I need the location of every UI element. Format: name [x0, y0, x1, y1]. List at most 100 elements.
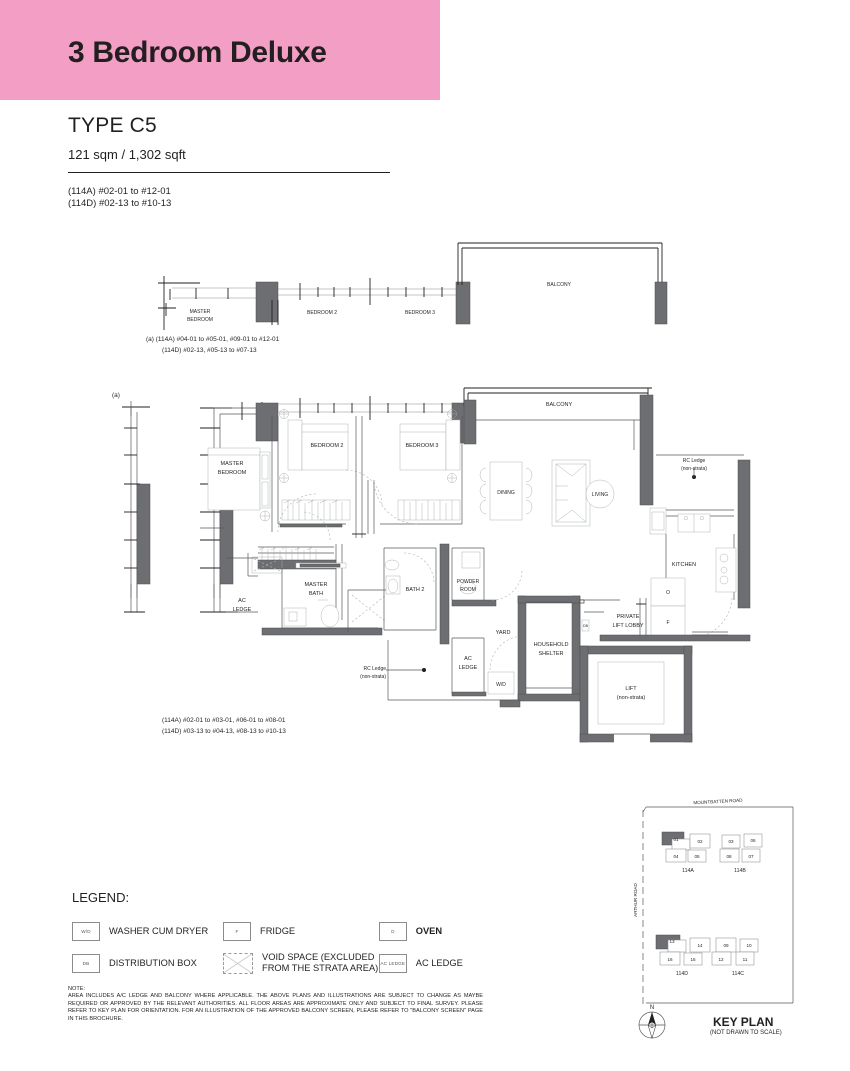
area-subtitle: 121 sqm / 1,302 sqft	[68, 147, 186, 162]
label-ac-ledge-mid: AC	[464, 656, 472, 662]
svg-text:09: 09	[723, 943, 729, 948]
label-ac-ledge-left: AC	[238, 598, 246, 604]
svg-text:16: 16	[667, 957, 673, 962]
upper-caption-line-1: (a) (114A) #04-01 to #05-01, #09-01 to #…	[146, 336, 280, 343]
upper-variant-plan: MASTER BEDROOM BEDROOM 2 BEDROOM 3 BALCO…	[158, 242, 668, 330]
ac-ledge-icon: AC LEDGE	[378, 953, 407, 973]
compass-north-label: N	[650, 1005, 654, 1011]
svg-text:15: 15	[690, 957, 696, 962]
svg-text:ROOM: ROOM	[460, 587, 476, 593]
svg-text:04: 04	[673, 854, 679, 859]
legend-label-void-space: VOID SPACE (EXCLUDED FROM THE STRATA ARE…	[262, 952, 379, 973]
label-private-lift-lobby: PRIVATE	[617, 614, 640, 620]
legend-item-washer-dryer: W/D WASHER CUM DRYER	[72, 921, 223, 941]
key-plan-road-left: ARTHUR ROAD	[633, 883, 638, 917]
label-dining: DINING	[497, 490, 515, 496]
legend-label-ac-ledge: AC LEDGE	[415, 957, 463, 968]
svg-text:LIFT LOBBY: LIFT LOBBY	[612, 623, 643, 629]
legend-label-distribution-box: DISTRIBUTION BOX	[109, 957, 197, 968]
legend-item-ac-ledge: AC LEDGE AC LEDGE	[378, 953, 492, 973]
svg-text:07: 07	[748, 854, 754, 859]
legend-item-oven: O OVEN	[378, 921, 492, 941]
distribution-box-icon: DB	[72, 953, 100, 973]
svg-text:13: 13	[669, 939, 675, 944]
svg-text:01: 01	[673, 837, 679, 842]
label-oven-icon: O	[666, 590, 670, 596]
upper-label-balcony: BALCONY	[547, 282, 572, 288]
legend-grid: W/D WASHER CUM DRYER F FRIDGE O OVEN DB …	[72, 915, 492, 979]
svg-text:08: 08	[726, 854, 732, 859]
key-plan-block-114A: 114A	[682, 868, 694, 874]
void-space-icon	[223, 952, 254, 974]
svg-text:(non-strata): (non-strata)	[360, 674, 386, 680]
label-yard: YARD	[496, 630, 511, 636]
page-title: TYPE C5	[68, 114, 157, 137]
svg-text:02: 02	[697, 839, 703, 844]
label-master-bath: MASTER	[305, 582, 328, 588]
side-elevation-label: (a)	[112, 392, 120, 399]
oven-icon: O	[378, 921, 407, 941]
label-bath-2: BATH 2	[406, 587, 425, 593]
label-bedroom-3: BEDROOM 3	[405, 443, 438, 449]
svg-text:06: 06	[750, 838, 756, 843]
label-fridge-icon: F	[666, 620, 669, 626]
legend-row-1: W/D WASHER CUM DRYER F FRIDGE O OVEN	[72, 915, 492, 947]
svg-text:(non-strata): (non-strata)	[617, 695, 646, 701]
svg-text:LEDGE: LEDGE	[459, 665, 478, 671]
key-plan-title: KEY PLAN	[713, 1015, 774, 1029]
svg-text:05: 05	[694, 854, 700, 859]
label-bedroom-2: BEDROOM 2	[310, 443, 343, 449]
title-divider	[68, 172, 390, 173]
label-master-bedroom: MASTER	[221, 461, 244, 467]
label-washer-dryer: W/D	[496, 682, 506, 688]
key-plan-block-114C: 114C	[732, 971, 744, 977]
key-plan: MOUNTBATTEN ROAD ARTHUR ROAD 01 02 04 05…	[633, 798, 794, 1039]
svg-text:BEDROOM: BEDROOM	[187, 317, 213, 323]
label-balcony: BALCONY	[546, 402, 573, 408]
key-plan-highlight-01	[661, 831, 685, 846]
main-caption-line-1: (114A) #02-01 to #03-01, #06-01 to #08-0…	[162, 717, 286, 724]
unit-list: (114A) #02-01 to #12-01 (114D) #02-13 to…	[68, 186, 172, 209]
fridge-icon: F	[223, 921, 252, 941]
svg-text:BEDROOM: BEDROOM	[218, 470, 247, 476]
note-heading: NOTE:	[68, 986, 86, 992]
washer-dryer-icon: W/D	[72, 921, 100, 941]
legend-item-void-space: VOID SPACE (EXCLUDED FROM THE STRATA ARE…	[223, 952, 379, 974]
side-elevation-marker	[122, 401, 151, 613]
banner-title: 3 Bedroom Deluxe	[68, 36, 327, 69]
svg-text:03: 03	[728, 839, 734, 844]
legend-item-fridge: F FRIDGE	[223, 921, 379, 941]
legend-row-2: DB DISTRIBUTION BOX VOID SPACE (EXCLUDED…	[72, 947, 492, 979]
key-plan-subtitle: (NOT DRAWN TO SCALE)	[710, 1030, 782, 1036]
legend-item-distribution-box: DB DISTRIBUTION BOX	[72, 953, 223, 973]
label-distribution-box: DB	[583, 624, 589, 628]
main-floor-plan: MASTER BEDROOM BEDROOM 2	[200, 387, 751, 744]
legend-label-washer-dryer: WASHER CUM DRYER	[109, 925, 209, 936]
main-caption-line-2: (114D) #03-13 to #04-13, #08-13 to #10-1…	[162, 728, 286, 735]
label-powder-room: POWDER	[457, 579, 480, 585]
label-living: LIVING	[592, 492, 609, 498]
note-block: NOTE: AREA INCLUDES A/C LEDGE AND BALCON…	[68, 986, 483, 1023]
page-banner: 3 Bedroom Deluxe	[0, 0, 440, 100]
legend-title: LEGEND:	[72, 890, 130, 905]
upper-label-bedroom-2: BEDROOM 2	[307, 310, 337, 316]
legend-label-fridge: FRIDGE	[260, 925, 296, 936]
svg-text:14: 14	[697, 943, 703, 948]
label-rc-ledge-bottom: RC Ledge	[363, 666, 386, 672]
key-plan-block-114D: 114D	[676, 971, 688, 977]
svg-text:LEDGE: LEDGE	[233, 607, 252, 613]
label-rc-ledge-right: RC Ledge	[683, 458, 706, 464]
note-body: AREA INCLUDES A/C LEDGE AND BALCONY WHER…	[68, 993, 483, 1022]
upper-caption-line-2: (114D) #02-13, #05-13 to #07-13	[162, 347, 257, 354]
label-lift: LIFT	[625, 686, 637, 692]
upper-label-master-bedroom: MASTER	[190, 309, 211, 315]
key-plan-block-114B: 114B	[734, 868, 746, 874]
svg-text:12: 12	[718, 957, 724, 962]
svg-text:BATH: BATH	[309, 591, 323, 597]
legend-label-oven: OVEN	[415, 925, 443, 936]
key-plan-highlight-13	[655, 934, 681, 950]
svg-text:11: 11	[743, 957, 748, 962]
label-kitchen: KITCHEN	[672, 562, 696, 568]
svg-text:(non-strata): (non-strata)	[681, 466, 707, 472]
label-household-shelter: HOUSEHOLD	[534, 642, 569, 648]
